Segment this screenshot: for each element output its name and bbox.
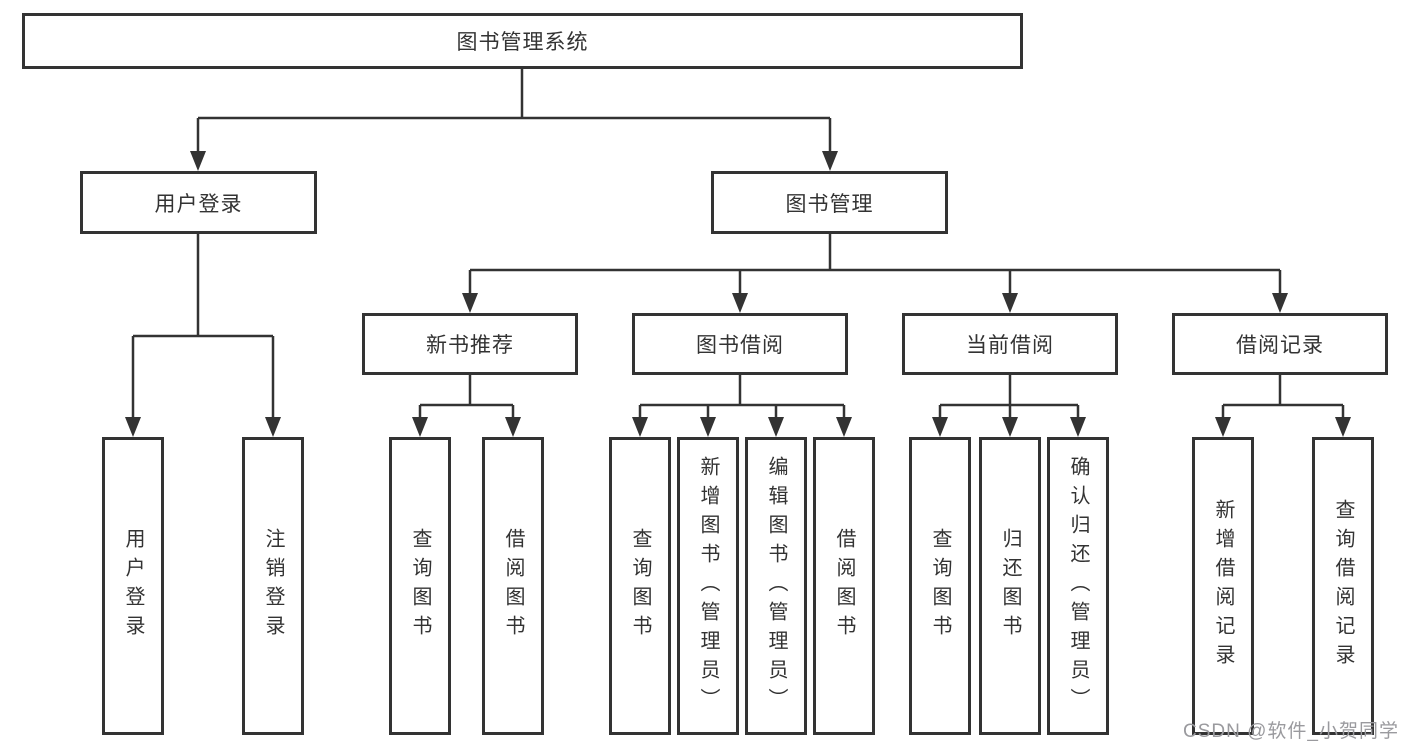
leaf-borrow-edit-books-admin: 编辑图书（管理员） <box>745 437 807 735</box>
leaf-borrow-add-books-admin: 新增图书（管理员） <box>677 437 739 735</box>
node-root: 图书管理系统 <box>22 13 1023 69</box>
leaf-borrow-query-books: 查询图书 <box>609 437 671 735</box>
leaf-current-return-books: 归还图书 <box>979 437 1041 735</box>
node-current-borrowing: 当前借阅 <box>902 313 1118 375</box>
node-borrow-records: 借阅记录 <box>1172 313 1388 375</box>
leaf-user-login: 用户登录 <box>102 437 164 735</box>
leaf-borrow-borrow-books: 借阅图书 <box>813 437 875 735</box>
leaf-records-add-record: 新增借阅记录 <box>1192 437 1254 735</box>
node-new-book-recommend: 新书推荐 <box>362 313 578 375</box>
leaf-logout: 注销登录 <box>242 437 304 735</box>
csdn-watermark: CSDN @软件_小贺同学 <box>1183 721 1399 742</box>
node-book-borrowing: 图书借阅 <box>632 313 848 375</box>
leaf-current-confirm-return-admin: 确认归还（管理员） <box>1047 437 1109 735</box>
node-user-login: 用户登录 <box>80 171 317 234</box>
node-book-management: 图书管理 <box>711 171 948 234</box>
leaf-newbook-query-books: 查询图书 <box>389 437 451 735</box>
leaf-records-query-record: 查询借阅记录 <box>1312 437 1374 735</box>
leaf-current-query-books: 查询图书 <box>909 437 971 735</box>
leaf-newbook-borrow-books: 借阅图书 <box>482 437 544 735</box>
